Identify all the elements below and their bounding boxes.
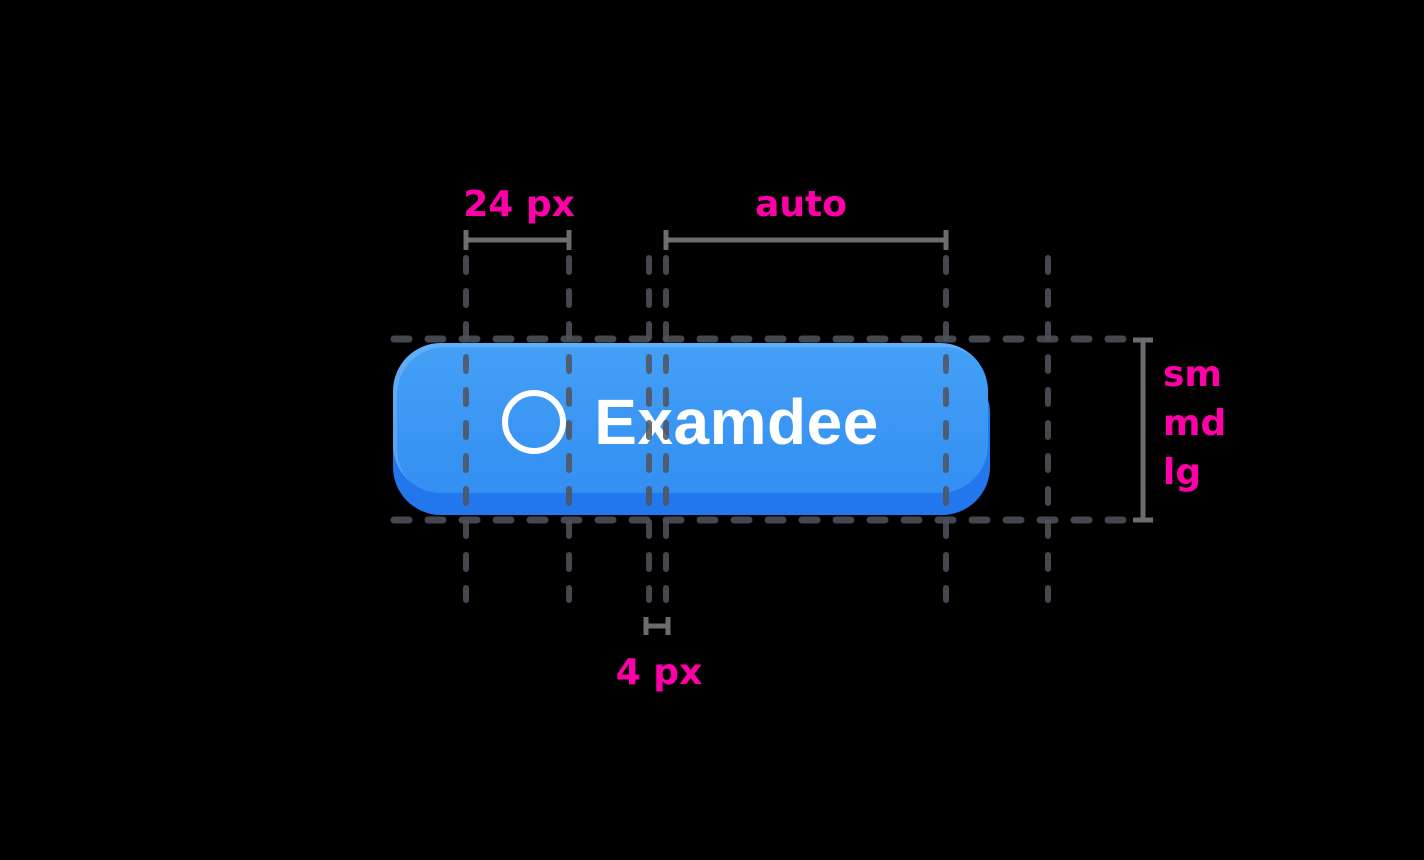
gap-measurement-label: 4 px xyxy=(615,652,703,693)
padding-ruler xyxy=(463,230,572,250)
width-measurement-label: auto xyxy=(755,184,847,225)
height-ruler xyxy=(1133,337,1153,523)
circle-outline-icon xyxy=(502,389,567,454)
examdee-button[interactable]: Examdee xyxy=(393,343,988,493)
width-ruler xyxy=(663,230,949,250)
size-lg-label: lg xyxy=(1163,452,1202,493)
size-sm-label: sm xyxy=(1163,354,1222,395)
gap-ruler xyxy=(643,617,671,635)
size-md-label: md xyxy=(1163,403,1227,444)
button-label: Examdee xyxy=(594,385,879,458)
size-variants-list: sm md lg xyxy=(1163,350,1226,497)
padding-measurement-label: 24 px xyxy=(463,184,575,225)
